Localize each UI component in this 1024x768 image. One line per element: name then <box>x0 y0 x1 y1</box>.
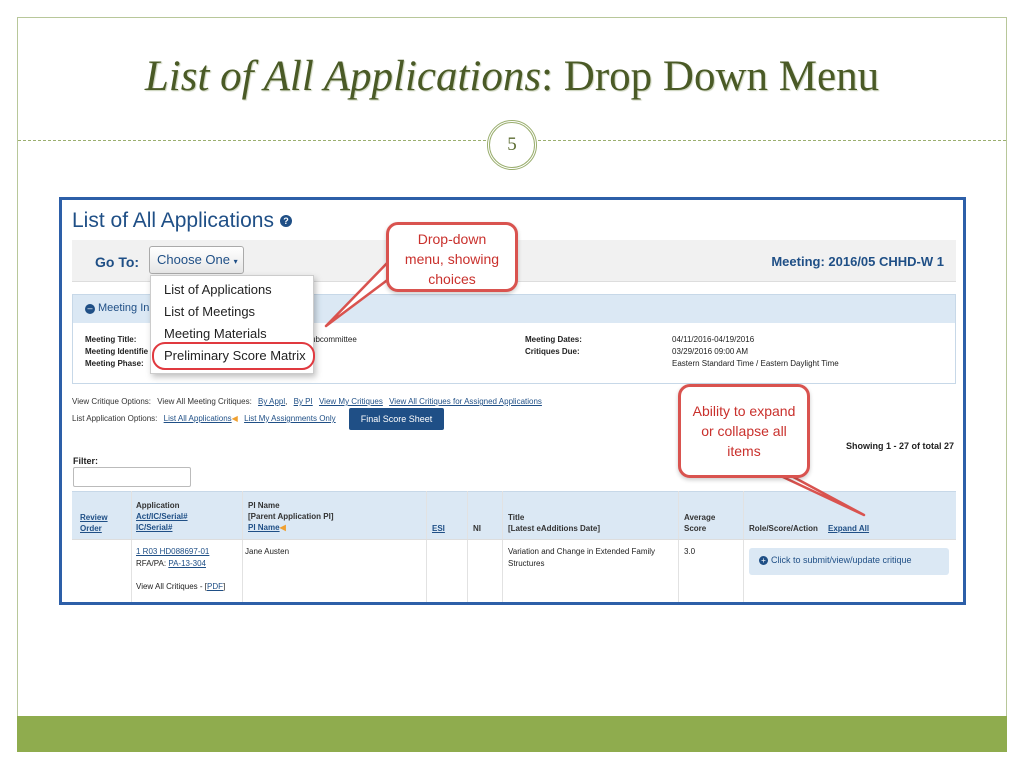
header-role-score-action: Role/Score/Action <box>749 524 818 533</box>
pdf-link[interactable]: PDF <box>207 582 223 591</box>
timezone-text: Eastern Standard Time / Eastern Daylight… <box>672 359 839 368</box>
by-pi-link[interactable]: By PI <box>293 397 313 406</box>
meeting-label: Meeting: 2016/05 CHHD-W 1 <box>771 254 944 269</box>
question-circle-icon[interactable]: ? <box>279 215 292 227</box>
list-all-applications-link[interactable]: List All Applications <box>163 414 232 423</box>
column-divider <box>502 491 503 602</box>
goto-label: Go To: <box>95 254 140 270</box>
rfa-pa: RFA/PA: PA-13-304 <box>136 559 206 568</box>
column-divider <box>426 491 427 602</box>
final-score-sheet-button[interactable]: Final Score Sheet <box>349 408 444 430</box>
caret-down-icon: ▾ <box>233 257 238 266</box>
critiques-due-label: Critiques Due: <box>525 347 580 356</box>
showing-count: Showing 1 - 27 of total 27 <box>845 441 954 451</box>
collapse-icon[interactable]: – <box>85 304 95 314</box>
header-esi[interactable]: ESI <box>432 524 445 533</box>
by-appl-link[interactable]: By Appl <box>258 397 286 406</box>
page-number: 5 <box>487 120 537 170</box>
list-my-assignments-link[interactable]: List My Assignments Only <box>244 414 336 423</box>
pi-name-cell: Jane Austen <box>245 547 290 556</box>
filter-label: Filter: <box>73 456 99 466</box>
application-number-link[interactable]: 1 R03 HD088697-01 <box>136 547 210 556</box>
menu-item-preliminary-score-matrix[interactable]: Preliminary Score Matrix <box>164 348 306 363</box>
menu-item-list-of-meetings[interactable]: List of Meetings <box>164 304 256 319</box>
view-assigned-critiques-link[interactable]: View All Critiques for Assigned Applicat… <box>389 397 542 406</box>
submit-critique-button[interactable]: +Click to submit/view/update critique <box>749 548 949 575</box>
rfa-pa-link[interactable]: PA-13-304 <box>168 559 206 568</box>
application-options: List Application Options: List All Appli… <box>72 414 336 423</box>
column-divider <box>131 491 132 602</box>
sort-arrow-icon: ◀ <box>279 523 286 532</box>
choose-one-dropdown[interactable]: Choose One ▾ <box>149 246 244 274</box>
slide-title: List of All Applications: Drop Down Menu <box>144 53 880 100</box>
meeting-title-label: Meeting Title: <box>85 335 137 344</box>
app-title: List of All Applications? <box>72 209 292 233</box>
meeting-dates-value: 04/11/2016-04/19/2016 <box>672 335 755 344</box>
meeting-dates-label: Meeting Dates: <box>525 335 582 344</box>
column-divider <box>743 491 744 602</box>
column-divider <box>678 491 679 602</box>
critiques-due-value: 03/29/2016 09:00 AM <box>672 347 749 356</box>
header-ni: NI <box>473 524 481 533</box>
goto-dropdown-menu: List of Applications List of Meetings Me… <box>150 275 314 374</box>
view-all-critiques: View All Critiques - [PDF] <box>136 582 226 591</box>
column-divider <box>467 491 468 602</box>
callout-expand-note: Ability to expand or collapse all items <box>678 384 810 478</box>
table-row <box>72 539 956 602</box>
average-score-cell: 3.0 <box>684 547 696 556</box>
plus-circle-icon: + <box>759 556 768 565</box>
filter-input[interactable] <box>73 467 191 487</box>
header-pi-name[interactable]: PI Name[Parent Application PI]PI Name◀ <box>248 501 334 532</box>
critique-options: View Critique Options: View All Meeting … <box>72 397 542 406</box>
header-title: Title[Latest eAdditions Date] <box>508 513 601 533</box>
column-divider <box>242 491 243 602</box>
meeting-identifier-label: Meeting Identifie <box>85 347 149 356</box>
callout-dropdown-note: Drop-down menu, showing choices <box>386 222 518 292</box>
meeting-title-value: ubcommittee <box>311 335 357 344</box>
expand-all-link[interactable]: Expand All <box>828 524 870 533</box>
highlight-oval <box>152 342 315 370</box>
view-my-critiques-link[interactable]: View My Critiques <box>318 397 383 406</box>
info-panel-title: Meeting In <box>98 302 150 314</box>
arrow-left-icon: ◀ <box>231 414 238 423</box>
menu-item-list-of-applications[interactable]: List of Applications <box>164 282 272 297</box>
meeting-phase-label: Meeting Phase: <box>85 359 144 368</box>
footer-bar <box>17 716 1007 752</box>
menu-item-meeting-materials[interactable]: Meeting Materials <box>164 326 267 341</box>
